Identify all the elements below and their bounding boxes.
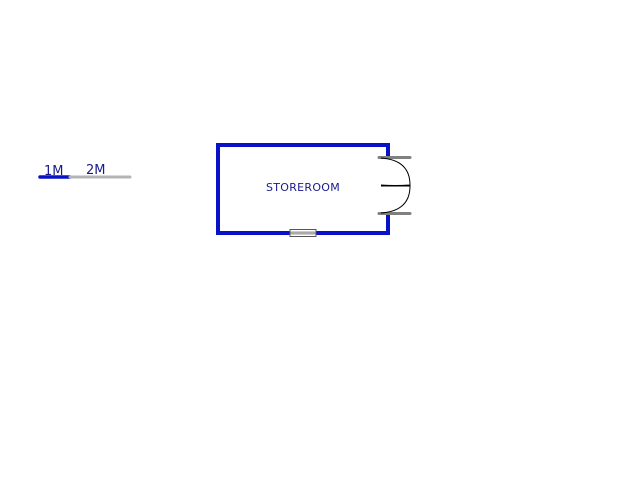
door-swing-bottom (380, 185, 411, 214)
storeroom: STOREROOM (216, 143, 412, 237)
double-door (377, 156, 412, 215)
storeroom-walls (216, 143, 390, 235)
door-swing-top (380, 157, 411, 186)
window (289, 229, 317, 237)
scale-label-2m: 2M (86, 163, 106, 178)
room-name-label: STOREROOM (266, 181, 340, 194)
scale-bar: 1M 2M (38, 163, 132, 179)
scale-label-1m: 1M (44, 164, 64, 179)
